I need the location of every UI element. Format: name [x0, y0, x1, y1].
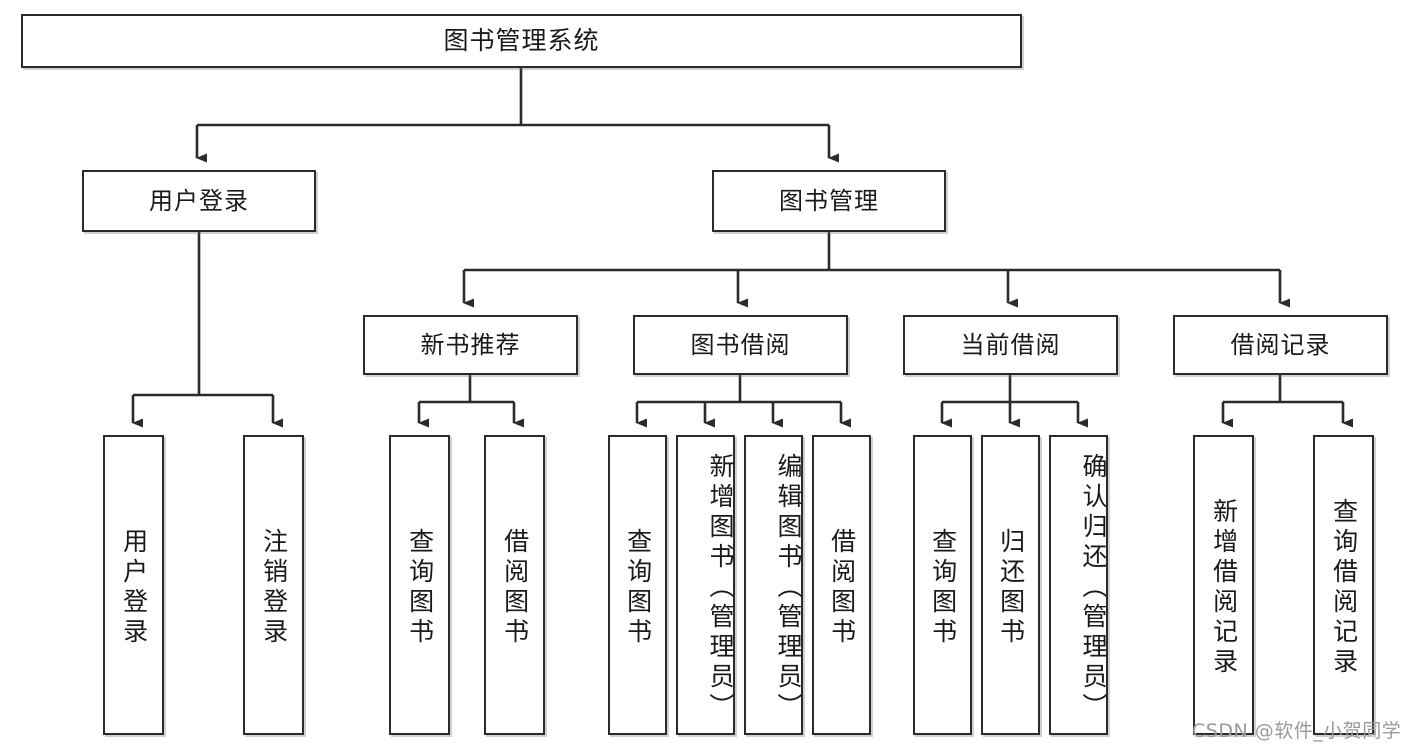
- node-level3-new-book-recommend-label: 新书推荐: [420, 330, 521, 359]
- node-leaf-confirm-return-admin[interactable]: 确认归还（管理员）: [1049, 435, 1108, 735]
- node-leaf-borrow-book[interactable]: 借阅图书: [812, 435, 871, 735]
- node-leaf-logout[interactable]: 注销登录: [243, 435, 304, 735]
- node-leaf-return-book-label: 归还图书: [996, 528, 1026, 648]
- csdn-watermark: CSDN @软件_小贺同学: [1192, 720, 1402, 742]
- node-level3-borrow-record[interactable]: 借阅记录: [1173, 315, 1388, 375]
- node-level3-new-book-recommend[interactable]: 新书推荐: [363, 315, 578, 375]
- node-leaf-borrow-book-new[interactable]: 借阅图书: [484, 435, 545, 735]
- node-leaf-return-book[interactable]: 归还图书: [981, 435, 1040, 735]
- node-leaf-query-borrow-record[interactable]: 查询借阅记录: [1313, 435, 1374, 735]
- node-level3-current-borrow[interactable]: 当前借阅: [903, 315, 1118, 375]
- node-leaf-query-book-current[interactable]: 查询图书: [913, 435, 972, 735]
- node-level2-book-management[interactable]: 图书管理: [712, 170, 946, 232]
- node-leaf-query-book-new-label: 查询图书: [405, 528, 435, 648]
- node-leaf-add-borrow-record[interactable]: 新增借阅记录: [1193, 435, 1254, 735]
- node-leaf-add-book-admin[interactable]: 新增图书（管理员）: [676, 435, 735, 735]
- node-level3-book-borrow-label: 图书借阅: [690, 330, 791, 359]
- node-leaf-add-borrow-record-label: 新增借阅记录: [1209, 498, 1239, 678]
- node-root-label: 图书管理系统: [443, 26, 600, 55]
- node-leaf-add-book-admin-label: 新增图书（管理员）: [706, 453, 735, 723]
- node-level3-book-borrow[interactable]: 图书借阅: [633, 315, 848, 375]
- node-level3-current-borrow-label: 当前借阅: [960, 330, 1061, 359]
- node-leaf-confirm-return-admin-label: 确认归还（管理员）: [1079, 453, 1108, 723]
- node-leaf-query-book-new[interactable]: 查询图书: [389, 435, 450, 735]
- node-leaf-query-book-borrow[interactable]: 查询图书: [608, 435, 667, 735]
- node-leaf-borrow-book-new-label: 借阅图书: [500, 528, 530, 648]
- node-level2-user-login-label: 用户登录: [149, 186, 249, 215]
- node-leaf-query-book-current-label: 查询图书: [928, 528, 958, 648]
- node-level2-book-management-label: 图书管理: [779, 186, 879, 215]
- node-leaf-logout-label: 注销登录: [259, 528, 289, 648]
- node-leaf-edit-book-admin-label: 编辑图书（管理员）: [774, 453, 803, 723]
- node-root[interactable]: 图书管理系统: [21, 14, 1022, 68]
- node-leaf-edit-book-admin[interactable]: 编辑图书（管理员）: [744, 435, 803, 735]
- node-leaf-query-borrow-record-label: 查询借阅记录: [1329, 498, 1359, 678]
- node-leaf-user-login-label: 用户登录: [119, 528, 149, 648]
- node-level3-borrow-record-label: 借阅记录: [1230, 330, 1331, 359]
- node-level2-user-login[interactable]: 用户登录: [82, 170, 316, 232]
- node-leaf-user-login[interactable]: 用户登录: [103, 435, 164, 735]
- node-leaf-borrow-book-label: 借阅图书: [827, 528, 857, 648]
- node-leaf-query-book-borrow-label: 查询图书: [623, 528, 653, 648]
